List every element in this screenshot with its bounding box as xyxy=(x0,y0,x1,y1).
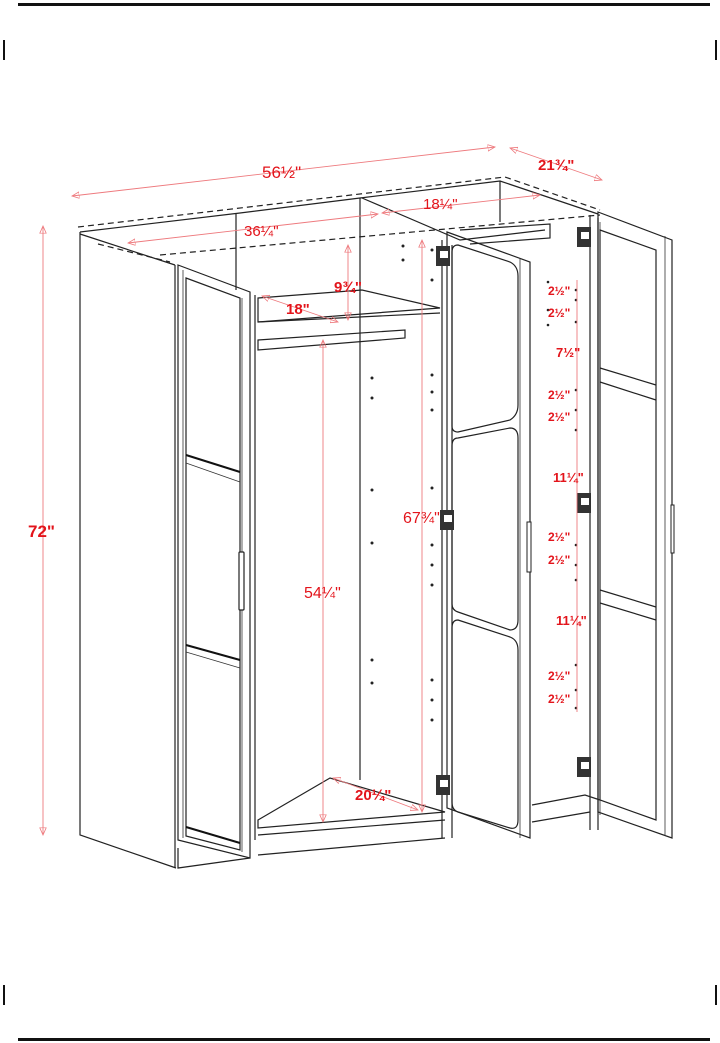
middle-door-handle-icon xyxy=(526,521,532,573)
hinge-icon xyxy=(436,246,450,266)
shelf-spacing-label: 2½" xyxy=(548,410,570,424)
overall-height-label: 72" xyxy=(28,522,55,541)
wardrobe-top xyxy=(77,176,601,290)
overall-width-label: 56½" xyxy=(262,163,301,182)
shelf-spacing-label: 11¼" xyxy=(553,470,584,485)
shelf-spacing-label: 2½" xyxy=(548,692,570,706)
hinge-icon xyxy=(577,757,591,777)
left-border-tick-top xyxy=(3,40,5,60)
left-border-tick-bottom xyxy=(3,985,5,1005)
shelf-spacing-label: 2½" xyxy=(548,530,570,544)
shelf-spacing-label: 11¼" xyxy=(556,613,587,628)
left-section-width-label: 36¼" xyxy=(244,223,279,240)
hanging-height-label: 54¼" xyxy=(304,585,341,602)
bottom-depth-label: 20¼" xyxy=(355,787,391,804)
shelf-spacing-label: 2½" xyxy=(548,306,570,320)
left-door xyxy=(177,264,251,859)
shelf-spacing-label: 2½" xyxy=(548,284,570,298)
right-border-tick-top xyxy=(715,40,717,60)
shelf-spacing-label: 2½" xyxy=(548,669,570,683)
interior-height-label: 67¾" xyxy=(403,510,440,527)
shelf-clearance-label: 9¾" xyxy=(334,279,362,296)
left-side-panel xyxy=(79,232,251,869)
shelf-spacing-label: 2½" xyxy=(548,553,570,567)
shelf-depth-label: 18" xyxy=(286,301,310,318)
middle-door xyxy=(436,231,532,839)
right-door xyxy=(597,211,675,839)
bottom-border-rule xyxy=(18,1038,710,1041)
hinge-icon xyxy=(440,510,454,530)
dimension-lines xyxy=(43,147,602,835)
hinge-icon xyxy=(577,493,591,513)
overall-depth-label: 21¾" xyxy=(538,157,574,174)
hinge-icon xyxy=(436,775,450,795)
top-border-rule xyxy=(18,3,710,6)
right-section-depth-label: 18¼" xyxy=(423,196,458,213)
right-door-handle-icon xyxy=(670,504,675,554)
hinge-icon xyxy=(577,227,591,247)
right-border-tick-bottom xyxy=(715,985,717,1005)
shelf-spacing-label: 7½" xyxy=(556,345,580,360)
left-door-handle-icon xyxy=(238,551,245,611)
shelf-spacing-label: 2½" xyxy=(548,388,570,402)
